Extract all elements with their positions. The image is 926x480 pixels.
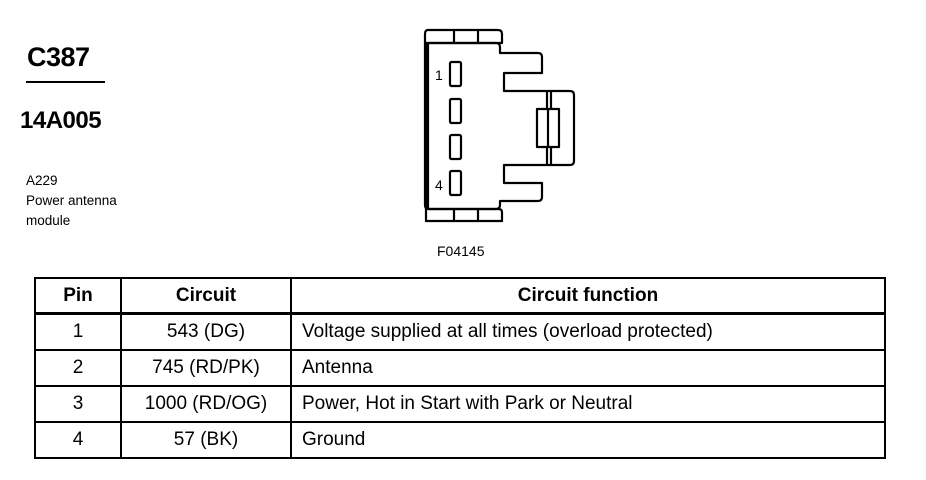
pin-label-1: 1 xyxy=(435,67,443,83)
table-header-row: Pin Circuit Circuit function xyxy=(34,277,886,315)
connector-outer-body xyxy=(426,41,576,211)
circuit-cell: 1000 (RD/OG) xyxy=(120,385,292,423)
circuit-cell: 745 (RD/PK) xyxy=(120,349,292,387)
pin-cell: 4 xyxy=(34,421,122,459)
table-row: 2 745 (RD/PK) Antenna xyxy=(34,349,886,387)
header-pin: Pin xyxy=(34,277,122,315)
connector-face-diagram: 1 4 xyxy=(423,28,576,223)
component-description: A229 Power antenna module xyxy=(26,171,117,231)
circuit-cell: 57 (BK) xyxy=(120,421,292,459)
pin-cell: 3 xyxy=(34,385,122,423)
connector-id-underline xyxy=(26,81,105,83)
pin-cavity-4 xyxy=(448,169,463,197)
function-cell: Antenna xyxy=(290,349,886,387)
table-row: 3 1000 (RD/OG) Power, Hot in Start with … xyxy=(34,385,886,423)
circuit-cell: 543 (DG) xyxy=(120,312,292,351)
component-name-line1: Power antenna xyxy=(26,193,117,208)
pin-cavity-1 xyxy=(448,60,463,88)
function-cell: Ground xyxy=(290,421,886,459)
part-number: 14A005 xyxy=(20,107,102,134)
function-cell: Power, Hot in Start with Park or Neutral xyxy=(290,385,886,423)
pin-cavity-2 xyxy=(448,97,463,125)
pin-label-4: 4 xyxy=(435,177,443,193)
component-code: A229 xyxy=(26,173,58,188)
pin-cell: 2 xyxy=(34,349,122,387)
header-circuit: Circuit xyxy=(120,277,292,315)
header-circuit-function: Circuit function xyxy=(290,277,886,315)
pin-table: Pin Circuit Circuit function 1 543 (DG) … xyxy=(34,277,886,459)
connector-body xyxy=(430,33,572,209)
table-row: 1 543 (DG) Voltage supplied at all times… xyxy=(34,312,886,351)
component-name-line2: module xyxy=(26,213,71,228)
table-row: 4 57 (BK) Ground xyxy=(34,421,886,459)
function-cell: Voltage supplied at all times (overload … xyxy=(290,312,886,351)
pin-cell: 1 xyxy=(34,312,122,351)
figure-id: F04145 xyxy=(437,243,485,259)
pin-cavity-3 xyxy=(448,133,463,161)
connector-id: C387 xyxy=(27,42,90,72)
